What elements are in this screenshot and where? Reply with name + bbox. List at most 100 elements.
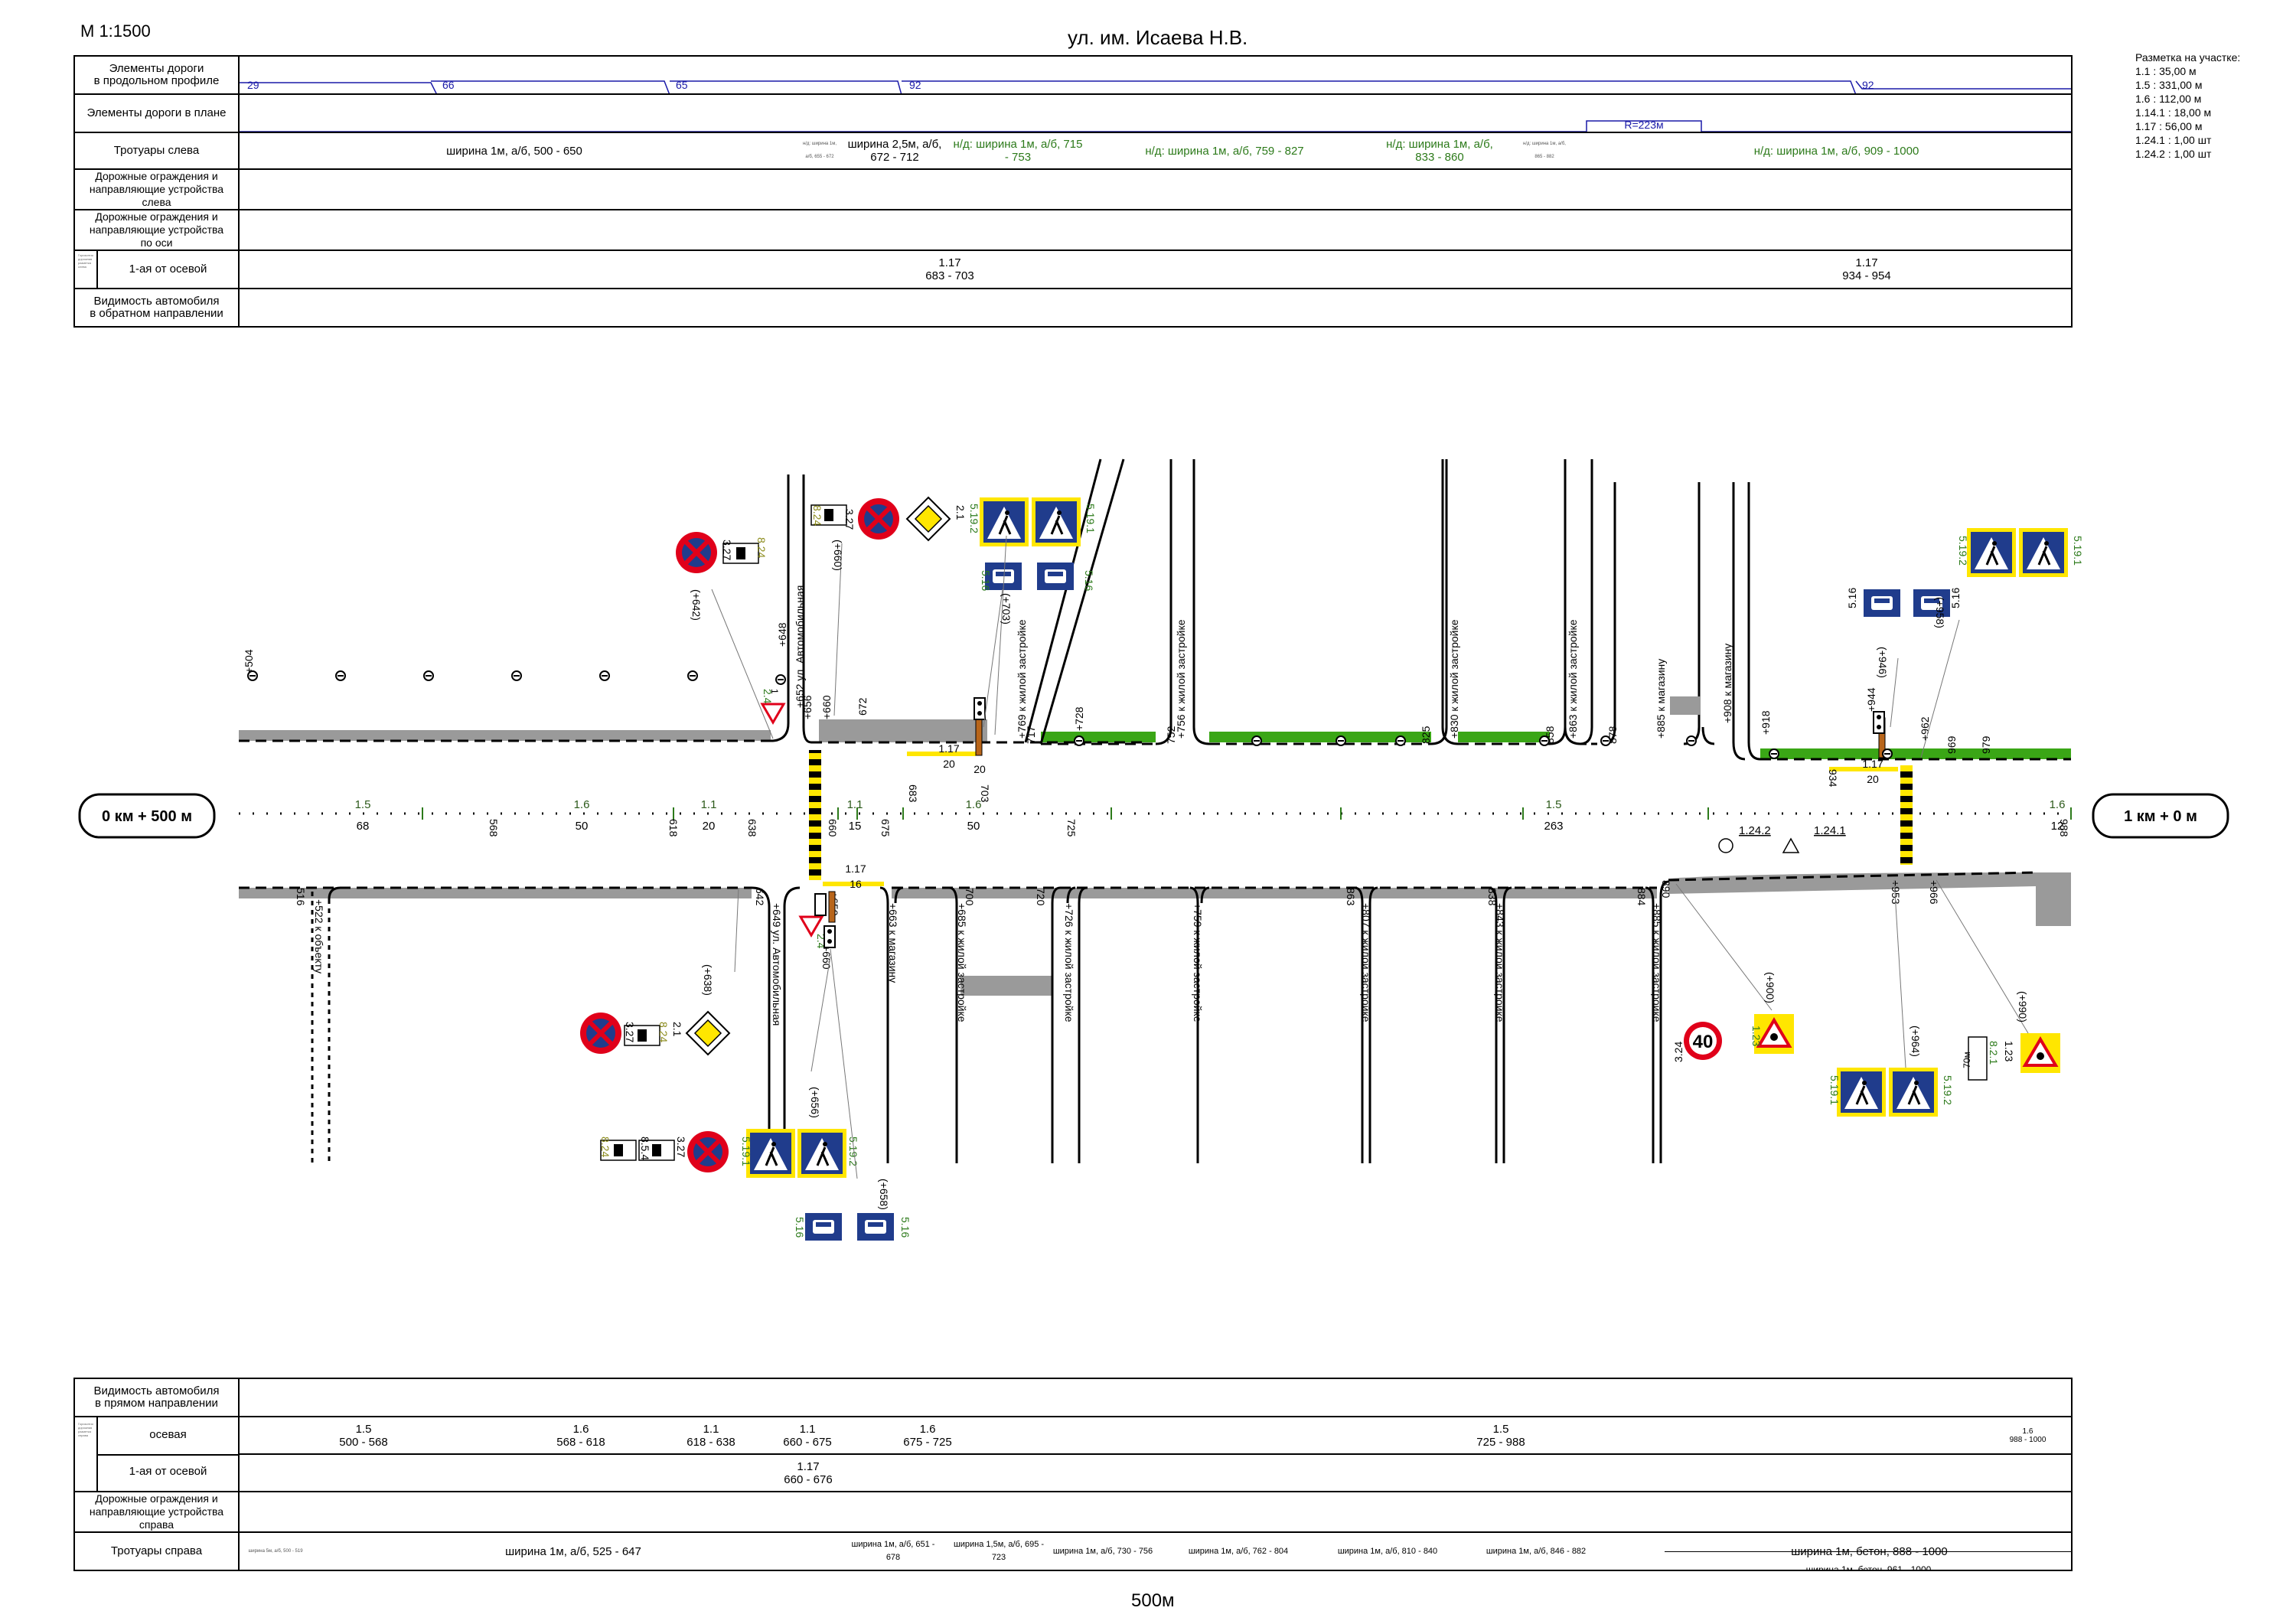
marking-left-cell: 1.17 683 - 703 1.17 934 - 954 (238, 249, 2073, 289)
top-chainage: 672 (856, 697, 869, 716)
plan-radius: R=223м (1624, 119, 1663, 131)
legend-item: 1.17 : 56,00 м (2135, 120, 2203, 132)
top-chainage: +652 ул. Автомобильная (794, 585, 806, 708)
sign-reference: (+964) (1910, 1026, 1922, 1057)
sign-reference: (+900) (1764, 972, 1776, 1003)
bottom-chainage: 700 (964, 888, 976, 906)
row-label-plan: Элементы дороги в плане (73, 93, 240, 133)
sign-leader-line (1675, 883, 1773, 1011)
axis-chainage: 988 (2058, 819, 2070, 837)
bottom-chainage: +807 к жилой застройке (1360, 903, 1372, 1022)
pedestrian-crossing-2 (1900, 765, 1913, 865)
axis-marking-segment-text: 1.6 675 - 725 (903, 1422, 952, 1449)
sign-code-label: 8.24 (599, 1136, 612, 1157)
axis-marking-segment-text: 1.6 988 - 1000 (2009, 1427, 2047, 1444)
sign-plate (624, 1025, 660, 1046)
sidewalk-left-segment-text: н/д: ширина 1м, а/б, 865 - 882 (1523, 142, 1566, 159)
bottom-chainage: 516 (295, 888, 307, 906)
sign-reference: (+656) (809, 1087, 821, 1118)
sign-code-label: 3.27 (721, 540, 733, 560)
sign-code-label: 1.23 (1750, 1026, 1763, 1046)
row-label-profile: Элементы дороги в продольном профиле (73, 55, 240, 95)
axis-mark-length: 20 (703, 820, 716, 833)
sign-code-label: 5.16 (1846, 588, 1858, 608)
sidewalk-concrete-1-text: ширина 1м, бетон, 888 - 1000 (1791, 1544, 1948, 1558)
row-label-visibility-back: Видимость автомобиля в обратном направле… (73, 288, 240, 328)
sidewalk-left-segment-text: н/д: ширина 1м, а/б, 833 - 860 (1386, 138, 1493, 164)
barriers-left-cell (238, 168, 2073, 210)
row-label-sidewalks-right: Тротуары справа (73, 1531, 240, 1571)
sidewalk-concrete-2-text: ширина 1м, бетон, 961 - 1000 (1805, 1564, 1932, 1570)
axis-mark-length: 68 (357, 820, 370, 833)
bottom-chainage: 720 (1035, 888, 1047, 906)
start-chainage-box (78, 793, 216, 839)
axis-chainage: 638 (746, 819, 758, 837)
sidewalk-right-segment-text: ширина 1м, а/б, 846 - 882 (1486, 1546, 1587, 1556)
lighting-posts (247, 670, 1893, 759)
sign-code-label: 5.19.2 (1942, 1075, 1954, 1105)
sidewalk-right-segment-text: ширина 1м, а/б, 651 - 678 (851, 1540, 935, 1562)
sign-code-label: 5.16 (1949, 588, 1962, 608)
row-label-visibility-forward: Видимость автомобиля в прямом направлени… (73, 1378, 240, 1417)
first-marking-segment-text: 1.17 660 - 676 (784, 1459, 833, 1486)
top-chainage: +504 (243, 649, 255, 673)
top-grass-4 (1760, 748, 2071, 759)
sidewalk-left-segment-text: н/д: ширина 1м, а/б, 909 - 1000 (1753, 144, 1919, 158)
marking-vertical-label: Горизонтальная дорожная разметка слева (78, 253, 93, 269)
sign-leader-line (810, 956, 831, 1072)
sign-code-label: 3.27 (675, 1136, 687, 1157)
top-chainage: 934 (1827, 769, 1839, 788)
bottom-chainage: 863 (1345, 888, 1357, 906)
marking-left-segment-text: 1.17 934 - 954 (1842, 256, 1891, 282)
bottom-chainage: +885 к жилой застройке (1651, 903, 1663, 1022)
bottom-edge (239, 871, 2071, 996)
sign-code-label: 2.4 (762, 689, 774, 704)
top-chainage: 703 (979, 784, 991, 803)
bottom-chainage: 838 (1486, 888, 1499, 906)
bottom-gray-end (2036, 872, 2071, 926)
sign-leader-line (734, 887, 739, 973)
bottom-chainage: +649 ул. Автомобильная (771, 903, 783, 1026)
sign-reference: (+990) (2017, 991, 2029, 1022)
bottom-chainage: +726 к жилой застройке (1063, 903, 1075, 1022)
top-side-streets (770, 458, 1761, 761)
pedestrian-crossing-sign (980, 497, 1029, 546)
axis-mark-code: 1.1 (701, 798, 717, 811)
sidewalk-left-segment-text: н/д: ширина 1м, а/б, 759 - 827 (1145, 144, 1304, 158)
sign-code-label: 2.1 (671, 1022, 683, 1037)
marking-1-17-length: 20 (943, 758, 955, 770)
yield-sign (798, 915, 824, 938)
pedestrian-crossing-sign (797, 1129, 846, 1178)
axis-mark-length: 12 (2051, 820, 2064, 833)
top-chainage: +918 (1760, 710, 1772, 735)
bus-stop-sign (1037, 563, 1074, 590)
axis-mark-length: 50 (576, 820, 589, 833)
axis-marking-segment-text: 1.6 568 - 618 (556, 1422, 605, 1449)
profile-grade: 66 (442, 79, 455, 91)
top-chainage: +908 к магазину (1721, 644, 1733, 723)
row-label-barriers-right: Дорожные ограждения и направляющие устро… (73, 1491, 240, 1533)
bus-stop-sign (1864, 589, 1900, 617)
marking-left-segment-text: 1.17 683 - 703 (925, 256, 974, 282)
pedestrian-crossing-sign (1967, 528, 2016, 577)
distance-plate (1968, 1036, 1988, 1081)
sign-reference: (+660) (832, 540, 844, 571)
bottom-chainage: +843 к жилой застройке (1494, 903, 1506, 1022)
bottom-chainage: 884 (1636, 888, 1648, 906)
sign-leader-line (1893, 879, 1906, 1068)
top-chainage: 825 (1420, 726, 1432, 744)
sign-code-label: 5.19.1 (1084, 504, 1097, 533)
footer-length: 500м (1131, 1590, 1175, 1611)
axis-mark-code: 1.1 (847, 798, 863, 811)
bottom-chainage: 890 (1660, 880, 1672, 898)
sign-reference: (+658) (878, 1179, 890, 1210)
top-chainage: 683 (907, 784, 919, 803)
legend-item: 1.14.1 : 18,00 м (2135, 106, 2212, 119)
axis-chainage: 675 (879, 819, 892, 837)
